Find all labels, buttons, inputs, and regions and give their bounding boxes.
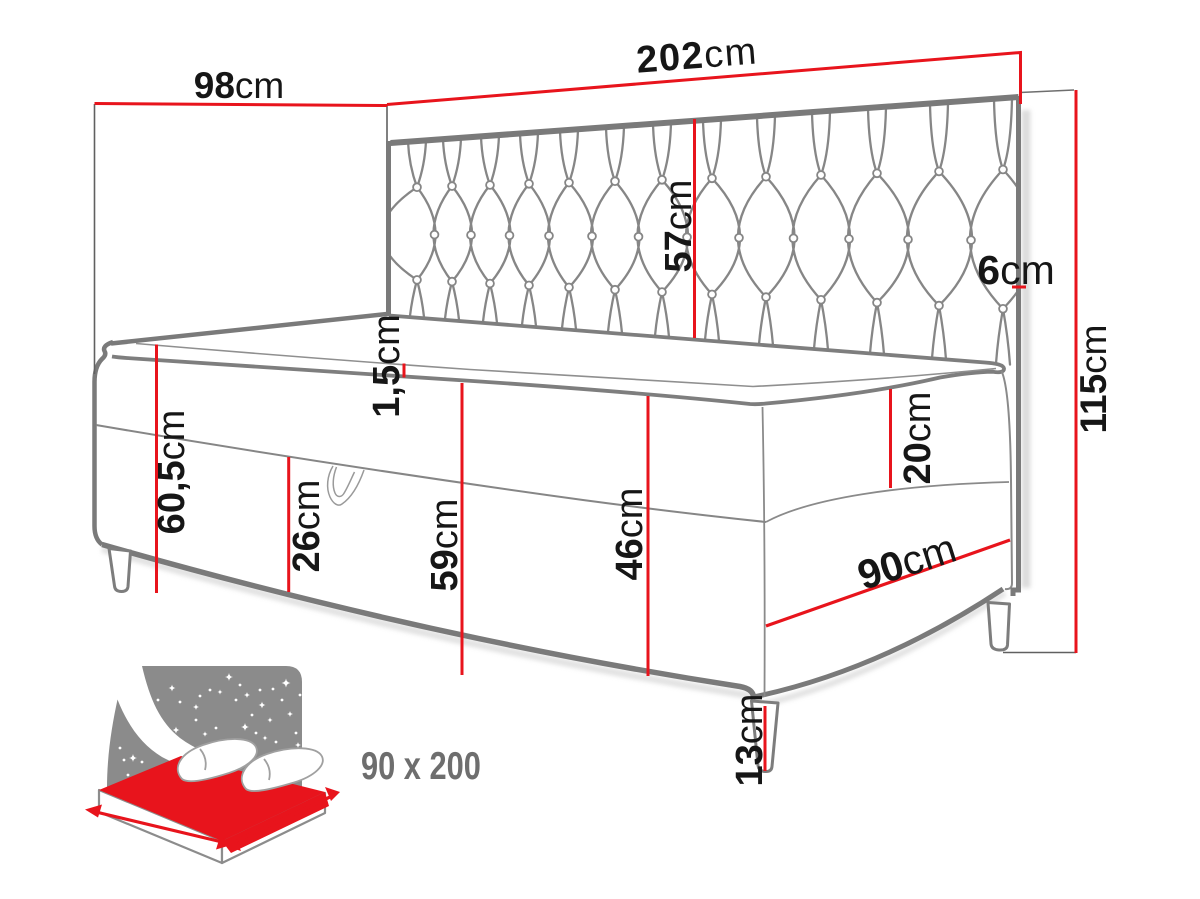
svg-text:46cm: 46cm [609, 488, 651, 581]
svg-text:59cm: 59cm [424, 499, 466, 592]
svg-text:26cm: 26cm [286, 480, 328, 573]
svg-text:202cm: 202cm [635, 30, 759, 81]
svg-text:20cm: 20cm [897, 392, 939, 485]
svg-text:6cm: 6cm [977, 247, 1054, 293]
svg-text:115cm: 115cm [1073, 324, 1114, 433]
svg-text:57cm: 57cm [658, 180, 700, 273]
svg-text:98cm: 98cm [194, 65, 284, 106]
svg-text:13cm: 13cm [729, 694, 771, 787]
svg-text:90 x 200: 90 x 200 [361, 745, 481, 788]
svg-text:60,5cm: 60,5cm [151, 410, 193, 535]
svg-text:1,5cm: 1,5cm [366, 314, 408, 417]
